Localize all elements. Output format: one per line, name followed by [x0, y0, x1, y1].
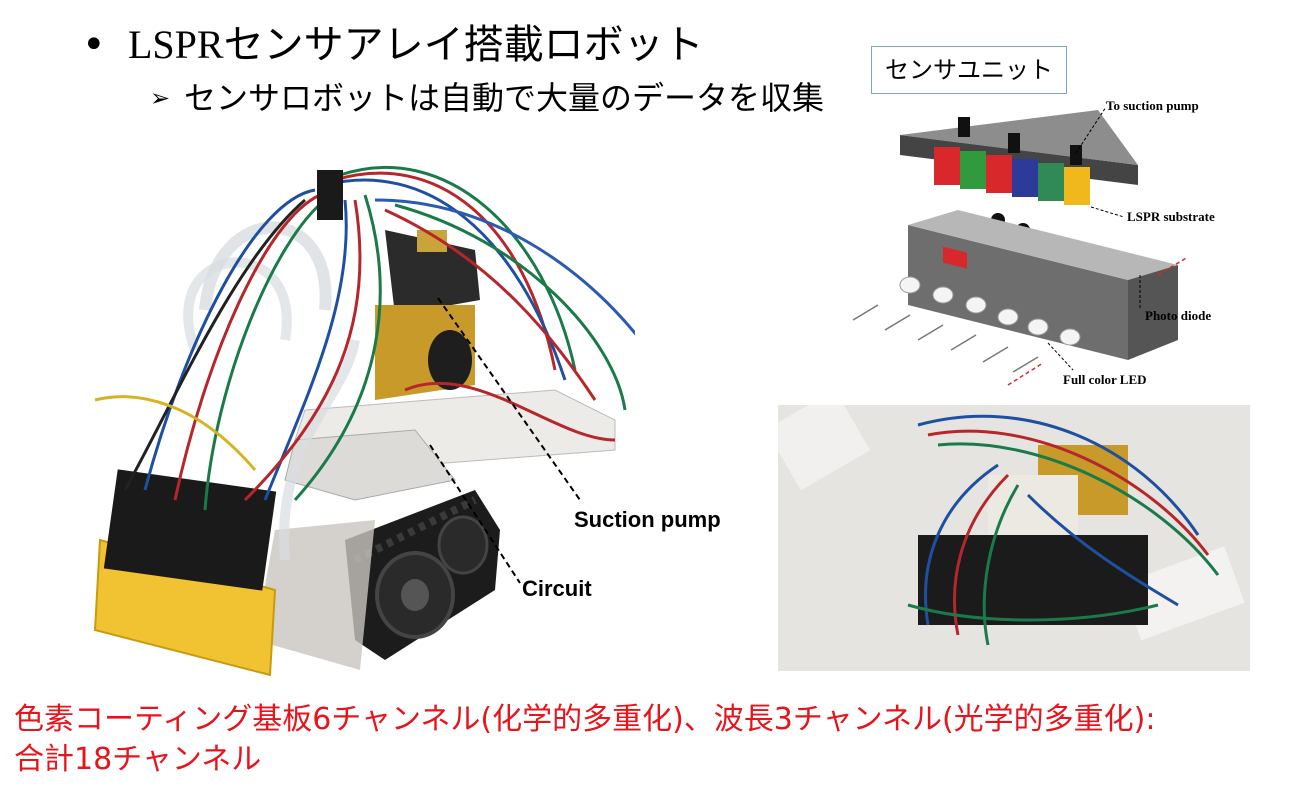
photo-diode-label: Photo diode: [1145, 308, 1212, 323]
title-lspr: LSPR: [128, 22, 224, 67]
sub-bullet-text: センサロボットは自動で大量のデータを収集: [184, 79, 825, 117]
sensor-unit-label: センサユニット: [871, 46, 1067, 94]
footer-line-2: 合計18チャンネル: [14, 742, 262, 777]
full-color-led-label: Full color LED: [1063, 372, 1147, 387]
footer-line-1: 色素コーティング基板6チャンネル(化学的多重化)、波長3チャンネル(光学的多重化…: [14, 702, 1156, 737]
lspr-substrate-strip: [934, 147, 1090, 205]
footer-note: 色素コーティング基板6チャンネル(化学的多重化)、波長3チャンネル(光学的多重化…: [14, 700, 1284, 780]
robot-photo-secondary: [778, 405, 1250, 671]
slide-title: • LSPRセンサアレイ搭載ロボット: [82, 22, 704, 68]
arrow-bullet-icon: ➢: [150, 84, 171, 112]
bullet-marker: •: [82, 22, 106, 68]
sub-bullet: ➢ センサロボットは自動で大量のデータを収集: [150, 78, 824, 118]
lspr-substrate-label: LSPR substrate: [1127, 209, 1215, 224]
circuit-label: Circuit: [522, 576, 592, 601]
to-suction-pump-label: To suction pump: [1106, 98, 1199, 113]
suction-pump-label: Suction pump: [574, 507, 721, 532]
title-rest: センサアレイ搭載ロボット: [223, 22, 704, 68]
sensor-unit-diagram: [852, 106, 1189, 386]
